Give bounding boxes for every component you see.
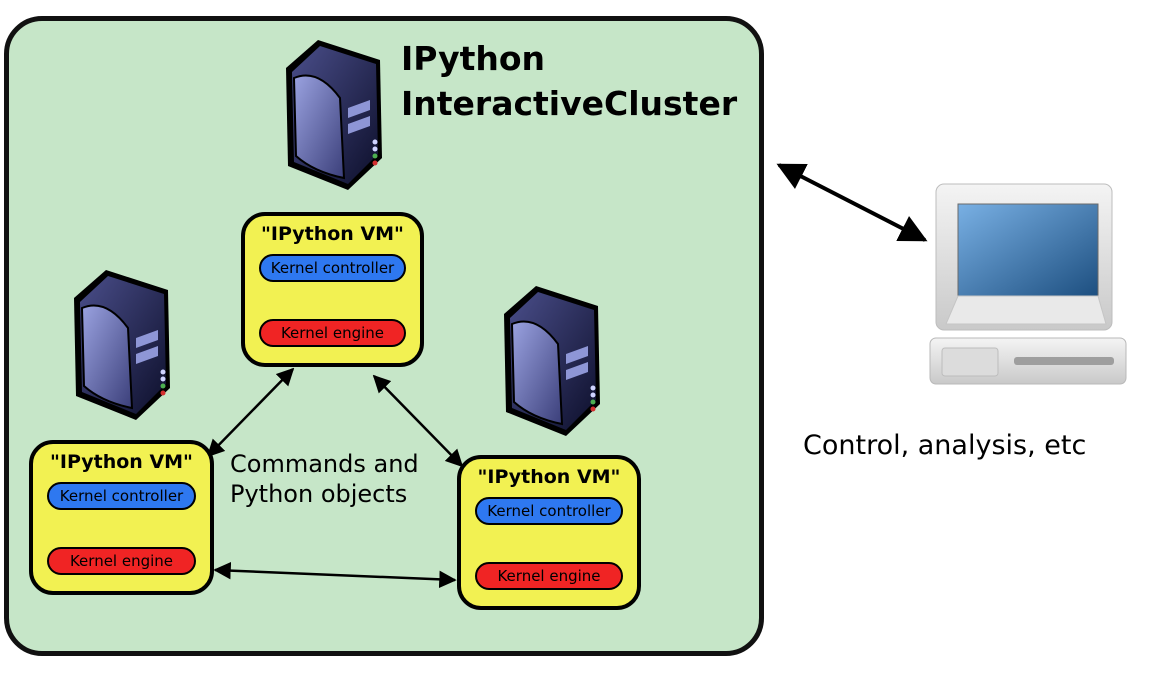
vm-title: "IPython VM": [477, 466, 621, 488]
server-tower-icon: [74, 270, 170, 420]
channel-label: Commands and Python objects: [230, 449, 419, 509]
kernel-engine: Kernel engine: [475, 562, 623, 590]
server-tower-icon: [504, 286, 600, 436]
arrow-vm-top-to-vm-left: [206, 367, 295, 458]
kernel-engine: Kernel engine: [259, 319, 406, 347]
kernel-controller: Kernel controller: [259, 254, 406, 282]
channel-label-line2: Python objects: [230, 480, 408, 508]
vm-title: "IPython VM": [50, 451, 193, 473]
vm-box-top: "IPython VM" Kernel controller Kernel en…: [241, 212, 424, 367]
cluster-title-line1: IPython: [401, 39, 546, 78]
vm-box-left: "IPython VM" Kernel controller Kernel en…: [29, 440, 214, 595]
cluster-title-line2: InteractiveCluster: [401, 84, 738, 123]
vm-title: "IPython VM": [261, 223, 404, 245]
kernel-controller: Kernel controller: [475, 497, 623, 525]
kernel-engine: Kernel engine: [47, 547, 196, 575]
client-label: Control, analysis, etc: [803, 430, 1087, 461]
channel-label-line1: Commands and: [230, 450, 419, 478]
cluster-title: IPython InteractiveCluster: [401, 36, 737, 126]
vm-box-right: "IPython VM" Kernel controller Kernel en…: [457, 455, 641, 610]
arrow-vm-left-to-vm-right: [213, 561, 457, 589]
arrow-cluster-to-client: [776, 163, 928, 242]
desktop-computer-icon: [929, 183, 1127, 385]
arrow-vm-top-to-vm-right: [372, 374, 464, 468]
kernel-controller: Kernel controller: [47, 482, 196, 510]
server-tower-icon: [286, 40, 382, 190]
